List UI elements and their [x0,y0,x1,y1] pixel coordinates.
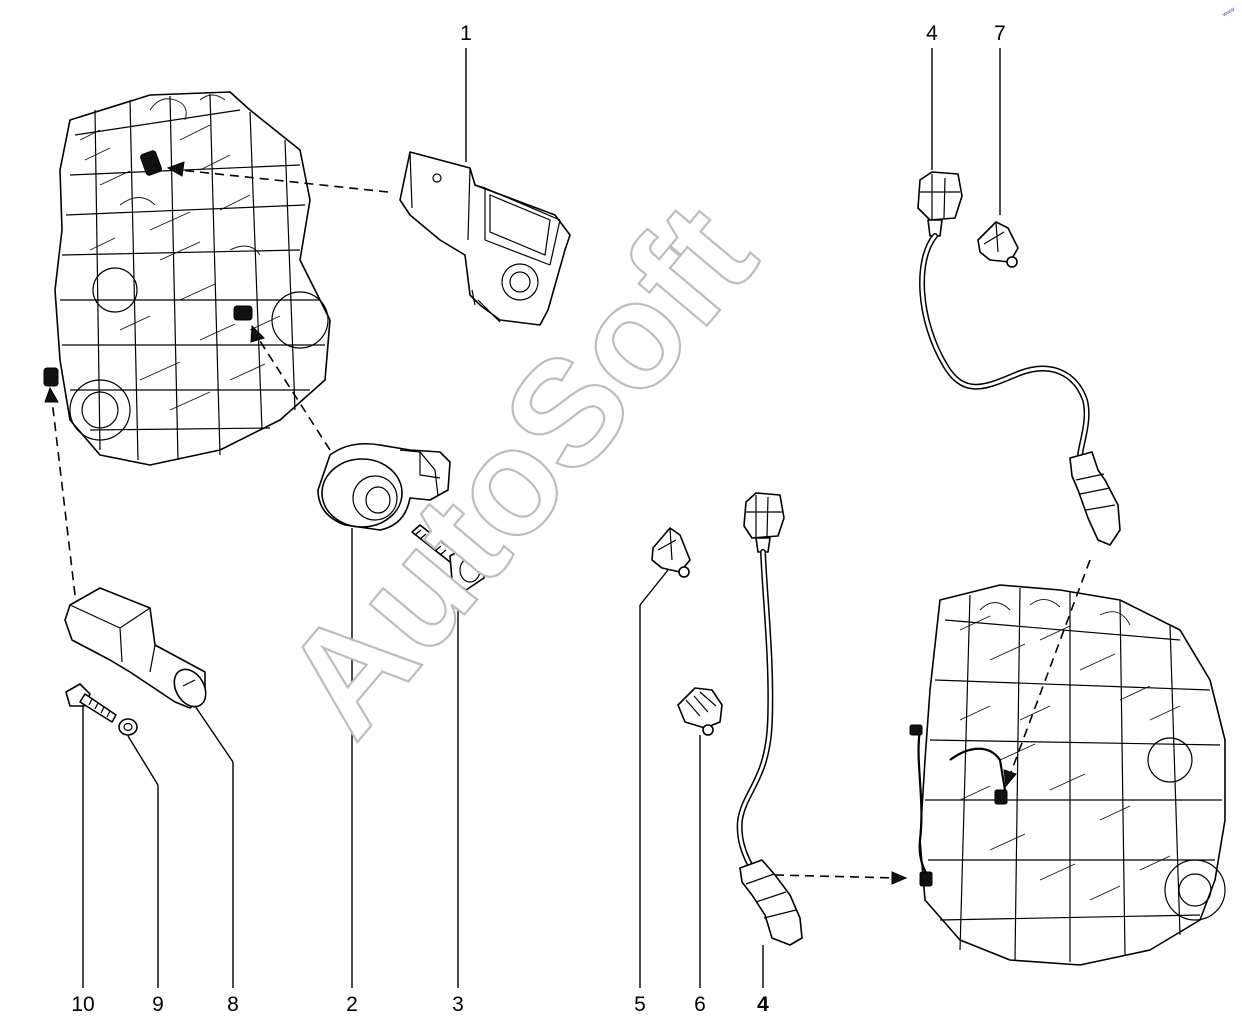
speed-sensor-icon [64,587,207,709]
engine-block-icon [909,584,1226,966]
callout-7: 7 [994,22,1006,45]
corner-mark: www [1221,6,1237,19]
installation-arrows [44,161,1091,885]
engine-block-icon [43,91,331,466]
callout-2: 2 [346,993,358,1016]
callout-5: 5 [634,993,646,1016]
bolt-icon [411,524,485,591]
leader-lines [82,48,1001,988]
callout-9: 9 [152,993,164,1016]
callout-10: 10 [71,993,94,1016]
callout-3: 3 [452,993,464,1016]
callout-8: 8 [227,993,239,1016]
clip-icon [651,527,691,578]
callout-4-top: 4 [926,22,938,45]
oxygen-sensor-icon [917,171,1121,546]
callout-4-bottom: 4 [757,993,769,1016]
knock-sensor-icon [317,442,451,531]
oxygen-sensor-icon [736,492,803,946]
callout-1: 1 [460,22,472,45]
washer-icon [118,718,138,736]
clip-icon [977,221,1019,268]
pressure-sensor-icon [399,151,571,326]
clip-icon [677,687,723,736]
callout-6: 6 [694,993,706,1016]
callout-numbers: 1 4 7 10 9 8 2 3 5 6 4 [71,22,1006,1016]
bolt-icon [65,683,117,723]
